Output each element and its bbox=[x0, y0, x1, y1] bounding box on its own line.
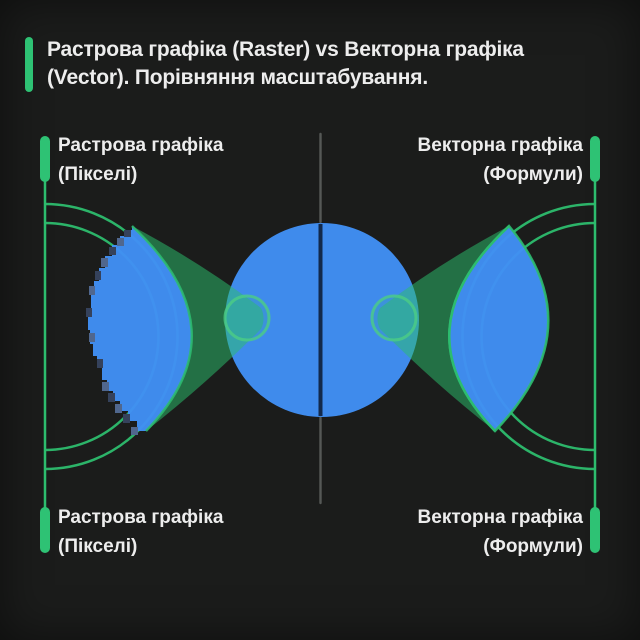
label-vector-bottom-sub: (Формули) bbox=[483, 536, 583, 557]
label-raster-top-sub: (Пікселі) bbox=[58, 164, 138, 185]
raster-blob bbox=[88, 226, 192, 431]
pixel-block bbox=[101, 258, 108, 267]
raster-focus-ring bbox=[223, 294, 271, 342]
vector-bottom-pill bbox=[590, 507, 600, 553]
label-raster-bottom-sub: (Пікселі) bbox=[58, 536, 138, 557]
label-vector-top-sub: (Формули) bbox=[483, 164, 583, 185]
pixel-block bbox=[86, 308, 92, 317]
label-raster-bottom-title: Растрова графіка bbox=[58, 507, 224, 528]
pixel-artifacts bbox=[86, 230, 138, 435]
pixel-block bbox=[124, 230, 131, 237]
raster-magnified-shape bbox=[86, 226, 192, 435]
title-line-2: (Vector). Порівняння масштабування. bbox=[47, 66, 428, 89]
label-raster-bottom: Растрова графіка (Пікселі) bbox=[58, 503, 223, 561]
vector-top-pill bbox=[590, 136, 600, 182]
pixel-block bbox=[89, 333, 95, 342]
pixel-block bbox=[108, 393, 115, 402]
label-raster-top-title: Растрова графіка bbox=[58, 135, 224, 156]
vector-cone-cap-stroke bbox=[448, 225, 510, 432]
raster-top-pill bbox=[40, 136, 50, 182]
pixel-block bbox=[95, 271, 101, 280]
title-line-1: Растрова графіка (Raster) vs Векторна гр… bbox=[47, 38, 524, 61]
raster-cone-cap-stroke bbox=[131, 225, 193, 432]
raster-bottom-pill bbox=[40, 507, 50, 553]
title-accent-bar bbox=[25, 37, 33, 92]
page-title: Растрова графіка (Raster) vs Векторна гр… bbox=[47, 36, 527, 92]
pixel-block bbox=[89, 286, 95, 295]
pixel-block bbox=[109, 247, 116, 255]
pixel-block bbox=[102, 382, 109, 391]
raster-zoom-cone bbox=[132, 226, 264, 431]
label-vector-bottom-title: Векторна графіка bbox=[417, 507, 583, 528]
vector-zoom-cone bbox=[377, 226, 509, 431]
pixel-block bbox=[97, 359, 103, 368]
pixel-block bbox=[131, 427, 138, 435]
pixel-block bbox=[115, 404, 122, 413]
label-vector-top-title: Векторна графіка bbox=[417, 135, 583, 156]
pixel-block bbox=[117, 238, 124, 246]
pixel-block bbox=[123, 414, 130, 423]
label-raster-top: Растрова графіка (Пікселі) bbox=[58, 131, 223, 189]
vector-focus-ring bbox=[370, 294, 418, 342]
label-vector-bottom: Векторна графіка (Формули) bbox=[418, 503, 583, 561]
label-vector-top: Векторна графіка (Формули) bbox=[418, 131, 583, 189]
